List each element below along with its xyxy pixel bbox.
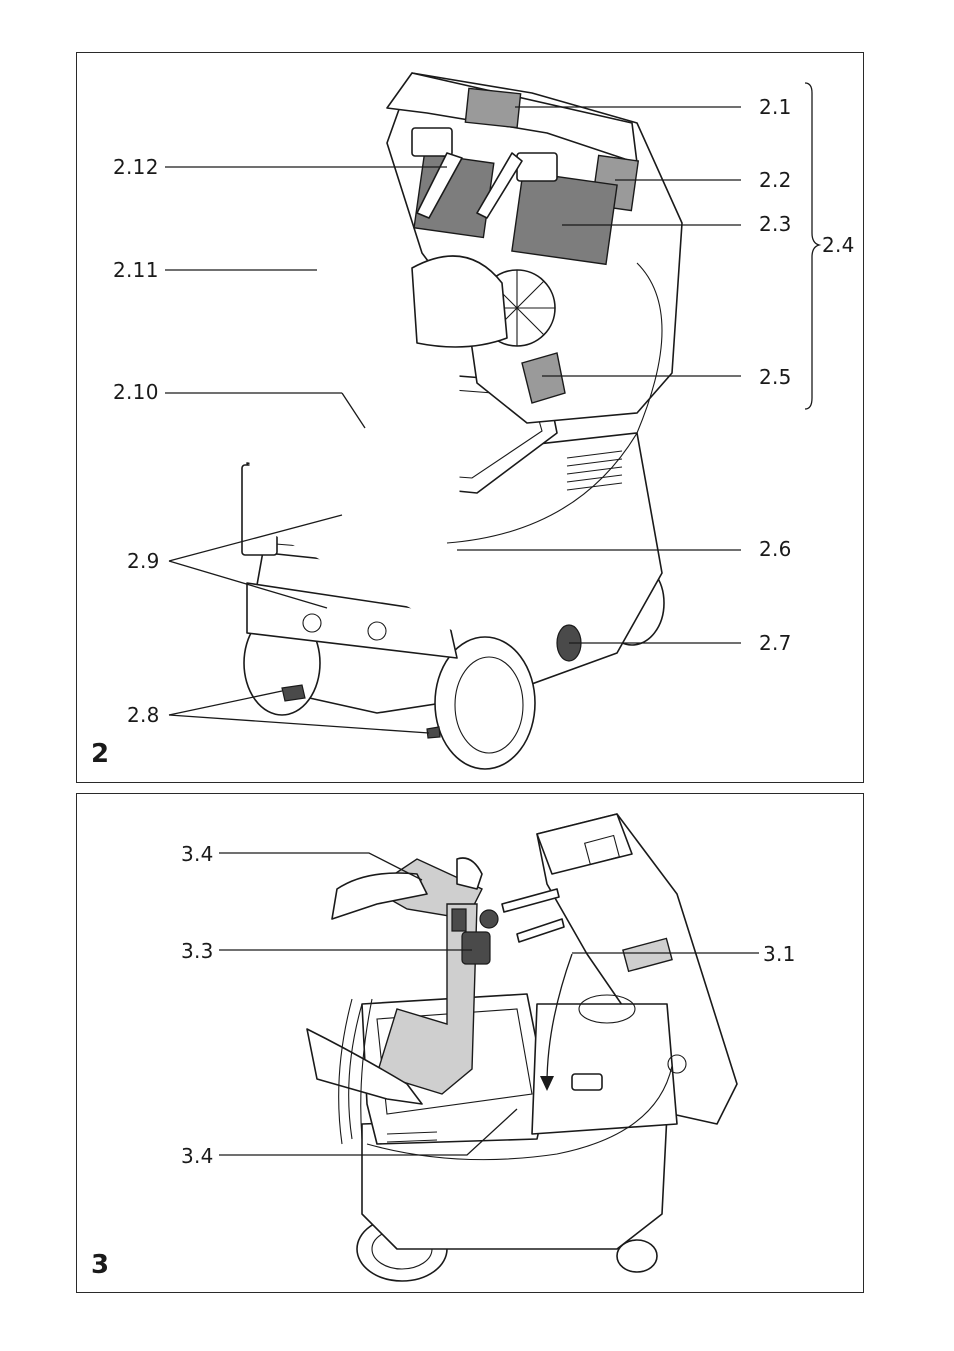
label-2-4: 2.4 xyxy=(822,233,855,257)
latch-2-5 xyxy=(521,352,566,404)
figure-number: 2 xyxy=(91,739,110,769)
label-2-11: 2.11 xyxy=(113,258,159,282)
label-2-5: 2.5 xyxy=(759,365,792,389)
label-3-4-top: 3.4 xyxy=(181,842,214,866)
front-wheel xyxy=(434,636,536,770)
label-window-2-1 xyxy=(464,87,522,129)
label-2-9: 2.9 xyxy=(127,549,160,573)
filter-right-2-3 xyxy=(511,171,618,266)
foot-2-8a xyxy=(281,684,306,702)
label-3-1: 3.1 xyxy=(763,942,796,966)
label-3-4-bottom: 3.4 xyxy=(181,1144,214,1168)
label-2-8: 2.8 xyxy=(127,703,160,727)
label-2-2: 2.2 xyxy=(759,168,792,192)
foot-2-8b xyxy=(426,726,441,739)
filter-bag-body xyxy=(376,903,478,1095)
label-2-1: 2.1 xyxy=(759,95,792,119)
label-2-12: 2.12 xyxy=(113,155,159,179)
vacuum-cleaner-bag-insert-illustration xyxy=(219,813,759,1282)
label-2-7: 2.7 xyxy=(759,631,792,655)
figure-3-panel: 3.4 3.3 3.1 3.4 3 xyxy=(76,793,864,1293)
figure-2-panel: 2.1 2.2 2.3 2.4 2.5 2.6 2.7 2.8 2.9 2.10… xyxy=(76,52,864,783)
label-2-3: 2.3 xyxy=(759,212,792,236)
right-castor xyxy=(616,1239,658,1273)
label-2-10: 2.10 xyxy=(113,380,159,404)
figure-number: 3 xyxy=(91,1250,110,1280)
vacuum-cleaner-open-illustration xyxy=(165,72,822,770)
label-2-6: 2.6 xyxy=(759,537,792,561)
figure-2-leader-lines xyxy=(165,82,822,734)
figure-3-leader-lines xyxy=(219,852,759,1156)
bag-connector-3-3 xyxy=(461,931,491,965)
label-3-3: 3.3 xyxy=(181,939,214,963)
